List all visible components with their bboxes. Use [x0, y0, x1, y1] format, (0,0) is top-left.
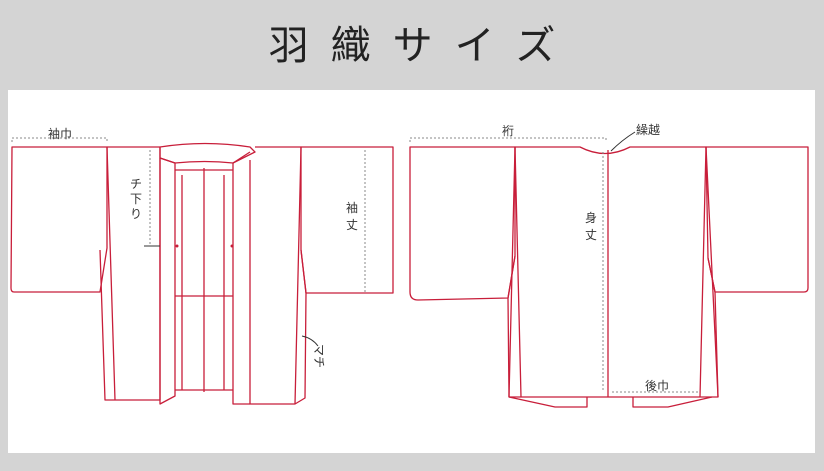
back-hem-right — [632, 396, 713, 408]
label-take: 丈 — [346, 218, 358, 232]
back-side-right — [707, 257, 719, 398]
himo-loop-right — [230, 244, 234, 248]
label-take2: 丈 — [585, 228, 597, 242]
label-ri: り — [130, 207, 142, 221]
back-side-left — [507, 255, 516, 398]
label-ushiro-haba: 後巾 — [645, 379, 669, 393]
back-left-sleeve — [409, 146, 516, 301]
front-lining-sides — [181, 175, 225, 296]
front-lining — [175, 168, 233, 392]
front-lapel-left — [159, 157, 176, 405]
label-yuki: 裄 — [502, 124, 514, 138]
page-title: 羽織サイズ — [268, 23, 578, 69]
header-bar: 羽織サイズ — [0, 0, 824, 88]
label-sode: 袖 — [346, 200, 358, 215]
haori-back-view — [409, 146, 809, 408]
label-mi: 身 — [585, 210, 597, 225]
front-right-sleeve — [300, 146, 394, 294]
label-machi: マチ — [312, 344, 326, 368]
back-right-sleeve — [705, 146, 809, 293]
front-lapel-right — [232, 151, 251, 405]
himo-loop-left — [175, 244, 179, 248]
kurikoshi-leader — [610, 131, 636, 152]
label-kurikoshi: 繰越 — [636, 123, 660, 137]
front-measurements: 袖巾 チ 下 り 袖 丈 マチ — [11, 126, 366, 368]
yuki-line — [409, 137, 607, 142]
front-collar — [159, 142, 256, 164]
label-sagari: 下 — [130, 192, 142, 206]
front-left-sleeve — [10, 146, 108, 293]
label-sode-haba: 袖巾 — [48, 126, 72, 141]
back-body — [508, 146, 719, 398]
machi-leader — [301, 335, 319, 347]
back-measurements: 裄 繰越 身 丈 後巾 — [409, 123, 698, 393]
back-hem-left — [508, 396, 588, 408]
haori-front-view — [10, 142, 394, 405]
back-body-inner — [514, 146, 707, 398]
sode-haba-line — [11, 137, 108, 142]
front-body-right — [249, 146, 307, 405]
label-chi: チ — [130, 177, 142, 191]
